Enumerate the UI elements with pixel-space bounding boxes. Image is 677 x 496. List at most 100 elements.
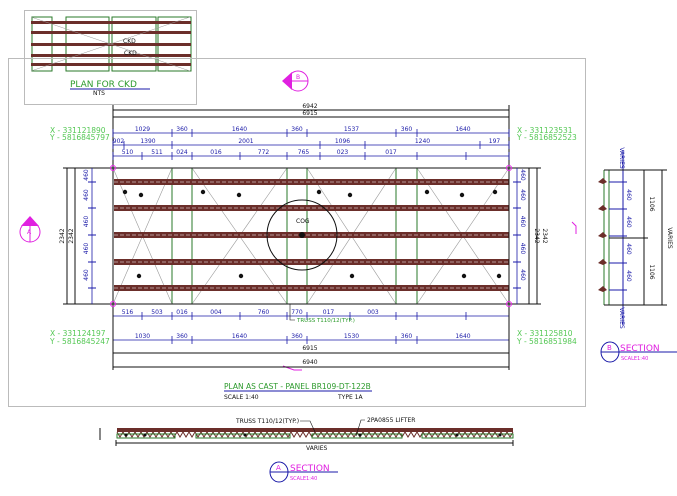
coord-top-left: X - 331121890 Y - 5816845797 xyxy=(49,126,110,142)
inset-frame xyxy=(24,10,197,105)
section-a-marker[interactable]: A xyxy=(19,216,41,243)
inset-plan xyxy=(30,16,192,72)
lifter-point xyxy=(492,189,498,195)
svg-text:X - 331125810: X - 331125810 xyxy=(517,329,573,338)
plan-type: TYPE 1A xyxy=(337,394,363,401)
section-b-dim: 1106 xyxy=(648,196,655,211)
dimension-label: 1530 xyxy=(344,333,359,340)
dimension-label: 1640 xyxy=(455,333,470,340)
section-b-dim: VARIES xyxy=(666,227,673,249)
dimension-label: 017 xyxy=(385,149,397,156)
dimension-label: 516 xyxy=(122,309,134,316)
inset-diagonal xyxy=(30,16,191,72)
section-a-truss-callout: TRUSS T110/12(TYP.) xyxy=(235,418,299,425)
dimension-label: 360 xyxy=(176,333,188,340)
svg-text:X - 331123531: X - 331123531 xyxy=(517,126,573,135)
section-b-truss xyxy=(598,178,607,184)
section-b-pitch: 460 xyxy=(625,189,632,201)
lifter-point xyxy=(349,273,355,279)
section-b-label: B SECTION SCALE1:40 xyxy=(600,341,677,363)
section-a-lifter xyxy=(243,433,247,437)
section-cut-arrow xyxy=(571,221,577,234)
plan-frame xyxy=(8,58,586,407)
section-a-truss-top xyxy=(117,428,513,432)
lifter-point xyxy=(496,273,502,279)
lifter-point xyxy=(138,192,144,198)
dimension-label: 1240 xyxy=(415,138,430,145)
svg-text:B: B xyxy=(607,344,612,352)
lifter-point xyxy=(238,273,244,279)
section-a-length: VARIES xyxy=(306,445,328,452)
lifter-point xyxy=(424,189,430,195)
section-a-marker-label: A xyxy=(27,229,32,236)
section-a-panel xyxy=(195,433,291,439)
dimension-label: 2342 xyxy=(68,228,75,243)
inset-title: PLAN FOR CKD xyxy=(70,80,137,90)
dimension-label: 460 xyxy=(519,216,526,228)
panel-outline xyxy=(112,167,510,305)
dimension-label: 024 xyxy=(176,149,188,156)
section-b-marker[interactable]: B xyxy=(282,70,309,92)
dimension-label: 6942 xyxy=(302,103,317,110)
dimension-label: 460 xyxy=(519,243,526,255)
truss-strip xyxy=(114,179,509,185)
lifter-leader xyxy=(355,419,365,437)
section-a-lifter xyxy=(455,433,459,437)
dimension-label: 460 xyxy=(519,189,526,201)
section-b-pitch: 460 xyxy=(625,243,632,255)
inset-strip xyxy=(31,31,191,34)
section-b-dim: VARIES xyxy=(618,147,625,169)
section-a-drawing xyxy=(99,428,514,446)
coord-top-right: X - 331123531 Y - 5816852523 xyxy=(516,126,577,142)
svg-text:SECTION: SECTION xyxy=(290,464,330,474)
svg-text:Y - 5816845797: Y - 5816845797 xyxy=(49,133,110,142)
inset-strip xyxy=(31,43,191,46)
dimension-label: 2342 xyxy=(541,228,548,243)
dimension-label: 360 xyxy=(291,333,303,340)
svg-text:Y - 5816845247: Y - 5816845247 xyxy=(49,337,110,346)
section-a-label: A SECTION SCALE1:40 xyxy=(269,461,338,483)
dimension-label: 6915 xyxy=(302,345,317,352)
truss-strip xyxy=(114,259,509,265)
dimension-label: 023 xyxy=(337,149,349,156)
dimension-label: 1029 xyxy=(135,126,150,133)
coord-bottom-left: X - 331124197 Y - 5816845247 xyxy=(49,329,110,346)
section-b-dim: 1106 xyxy=(648,264,655,279)
plan-scale: SCALE 1:40 xyxy=(224,394,259,401)
truss-strip xyxy=(114,285,509,291)
section-a-panel xyxy=(421,433,514,439)
dimension-label: 1537 xyxy=(344,126,359,133)
section-b-marker-label: B xyxy=(296,74,300,81)
section-a-lifter xyxy=(498,433,502,437)
dimension-label: 360 xyxy=(291,126,303,133)
svg-text:A: A xyxy=(276,464,281,472)
dimension-label: 6940 xyxy=(302,359,317,366)
lifter-point xyxy=(200,189,206,195)
survey-point-marker xyxy=(110,301,116,307)
dimension-label: 004 xyxy=(210,309,222,316)
section-a-lifter xyxy=(358,433,362,437)
section-b-pitch: 460 xyxy=(625,270,632,282)
dimension-label: 1390 xyxy=(140,138,155,145)
inset-label: CKD xyxy=(124,50,137,57)
cog-circle xyxy=(266,199,338,271)
dimension-label: 1640 xyxy=(232,126,247,133)
cog-point xyxy=(299,232,305,238)
section-b-truss xyxy=(598,259,607,265)
section-b-truss xyxy=(598,286,607,292)
dimension-label: 017 xyxy=(323,309,335,316)
dimension-label: 016 xyxy=(176,309,188,316)
dimension-label: 1640 xyxy=(455,126,470,133)
svg-text:X - 331124197: X - 331124197 xyxy=(50,329,106,338)
truss-leader xyxy=(289,304,295,321)
dimension-label: 460 xyxy=(83,216,90,228)
lifter-point xyxy=(459,192,465,198)
dimension-label: 1030 xyxy=(135,333,150,340)
inset-subtitle: NTS xyxy=(93,90,105,97)
dimension-label: 503 xyxy=(151,309,163,316)
dimension-label: 6915 xyxy=(302,110,317,117)
survey-point-marker xyxy=(110,165,116,171)
dimension-label: 360 xyxy=(176,126,188,133)
section-a-panel xyxy=(311,433,403,439)
